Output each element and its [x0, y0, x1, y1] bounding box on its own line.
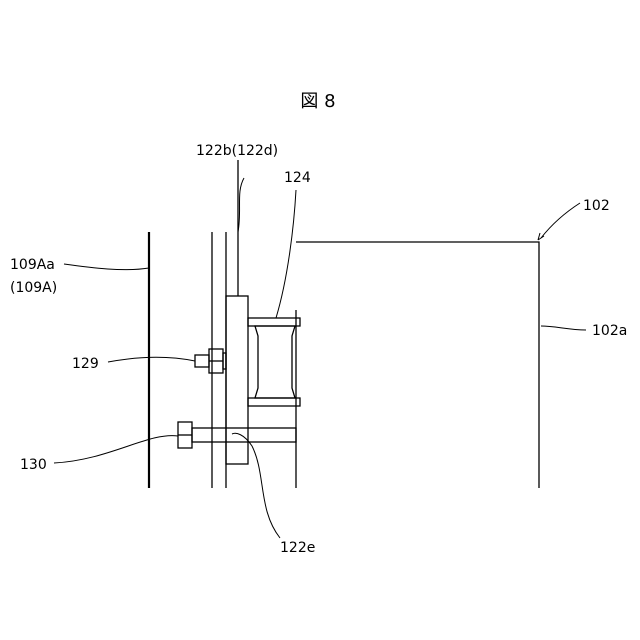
roller-124 [248, 310, 300, 488]
leader-122b [238, 178, 244, 232]
leader-129 [108, 357, 195, 362]
leader-122e [232, 433, 280, 538]
leader-102 [541, 203, 580, 238]
label-124: 124 [284, 170, 311, 186]
leader-109Aa [64, 264, 149, 270]
label-102a: 102a [592, 323, 627, 339]
leader-124 [276, 190, 296, 318]
leader-130 [54, 436, 178, 463]
label-109Aa: 109Aa [10, 257, 55, 273]
label-122e: 122e [280, 540, 315, 556]
label-102: 102 [583, 198, 610, 214]
panel-102 [296, 242, 539, 488]
label-130: 130 [20, 457, 47, 473]
figure-title: 図 8 [300, 91, 335, 112]
arrow-102 [538, 233, 544, 240]
label-129: 129 [72, 356, 99, 372]
bracket-122b [226, 296, 248, 464]
label-122b: 122b(122d) [196, 143, 278, 159]
label-109A: (109A) [10, 280, 57, 296]
leader-102a [541, 326, 586, 330]
bolt-130 [178, 422, 296, 448]
bolt-129 [195, 349, 226, 373]
